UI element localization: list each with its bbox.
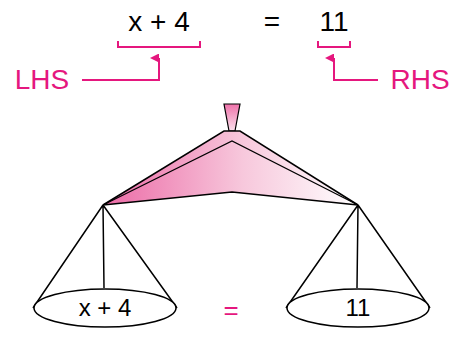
label-text: = [223,295,238,325]
label-text: 11 [319,6,348,37]
bracket [318,41,350,47]
equation-rhs: 11 [319,8,348,36]
side-label: RHS [390,66,449,94]
pan-text: x + 4 [79,296,132,320]
bracket [118,41,200,47]
equation-lhs: x + 4 [128,8,189,36]
pan: x + 4 [33,288,177,328]
equals-sign: = [223,297,238,323]
beam-edge [103,141,358,205]
pivot [224,104,240,131]
leader-arrow [82,58,159,80]
pan-outline [287,289,429,327]
label-text: x + 4 [128,6,189,37]
beam [103,131,358,205]
label-text: LHS [15,64,69,95]
label-text: = [264,6,280,37]
pan-outline [34,289,176,327]
side-label: LHS [15,66,69,94]
leader-arrow [334,58,378,80]
equals-sign: = [264,8,280,36]
pan-text: 11 [346,296,371,320]
pan: 11 [286,288,430,328]
label-text: RHS [390,64,449,95]
